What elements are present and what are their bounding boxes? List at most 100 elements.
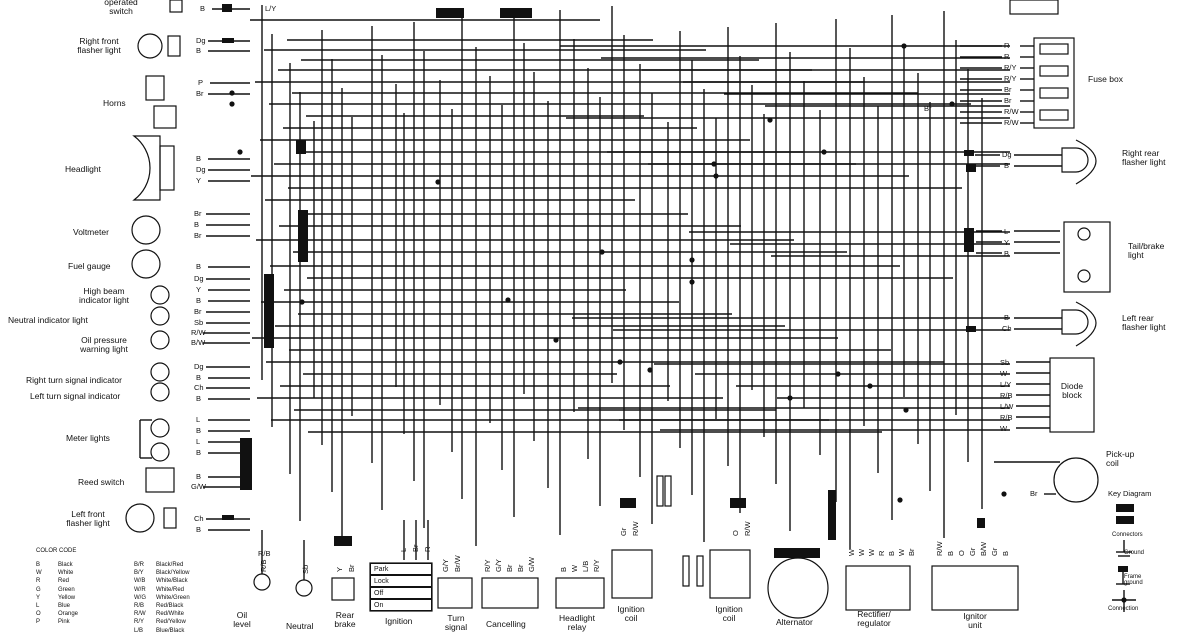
color-code-abbrev: O <box>36 611 41 618</box>
left-wire-code: B <box>196 448 202 457</box>
rear-wire-code: Br <box>347 564 356 573</box>
diode-block-label: Diode block <box>1060 381 1084 400</box>
connector-block <box>730 498 746 508</box>
headlight-relay-label: Headlight relay <box>559 613 595 632</box>
color-code-abbrev: L <box>36 603 40 609</box>
tail-brake-label: Tail/brake light <box>1128 241 1165 260</box>
rect-wire-code: W <box>847 548 856 556</box>
pickup-wire-code: Br <box>1030 489 1038 498</box>
voltmeter-shape <box>131 215 161 245</box>
right-front-flasher-label: Right front flasher light <box>77 36 121 55</box>
ignition-label: Ignition <box>385 616 413 626</box>
left-front-flasher-label: Left front flasher light <box>66 509 110 528</box>
color-code-abbrev: R/W <box>134 611 146 618</box>
ignition-table-label: Park <box>374 566 389 573</box>
turn-wire-code: Br/W <box>453 555 462 572</box>
left-wire-code: B <box>196 472 202 481</box>
lf-socket <box>163 507 177 529</box>
horns-label: Horns <box>103 98 126 108</box>
junction-dot <box>299 299 305 305</box>
left-wire-code: Br <box>194 231 202 240</box>
fuse <box>1039 109 1069 121</box>
key-ground-label: Ground <box>1124 550 1145 556</box>
lf-flasher-bulb <box>125 503 155 533</box>
junction-dot <box>897 497 903 503</box>
junction-dot <box>713 173 719 179</box>
turn-wire-code: G/Y <box>441 559 450 572</box>
junction-dot <box>229 90 235 96</box>
color-code-abbrev: R/Y <box>134 619 145 626</box>
left-wire-code: L/Y <box>265 4 277 13</box>
key-frame-ground <box>1118 566 1128 572</box>
left-rear-flasher-shape <box>1061 309 1089 335</box>
color-code-name: Red/Black <box>156 603 184 609</box>
left-wire-code: Sb <box>194 318 204 327</box>
alternator-shape <box>767 557 829 619</box>
left-wire-code: G/W <box>191 482 206 491</box>
left-wire-code: Y <box>196 285 202 294</box>
oil-pressure-label: Oil pressure warning light <box>80 335 128 354</box>
connector-block <box>222 515 234 520</box>
ignition-table-row: Lock <box>370 575 432 587</box>
oil-wire-code: R/B <box>258 549 271 558</box>
junction-dot <box>867 383 873 389</box>
ignitor-wire-code: B <box>1001 550 1010 556</box>
color-code-name: Black/Red <box>156 562 184 568</box>
indicator-bulb <box>150 418 170 438</box>
left-wire-code: Br <box>194 307 202 316</box>
fuse-wire-code: R <box>1004 52 1010 61</box>
ignition-wire-code: Br <box>411 544 420 553</box>
rear-wire-code: Y <box>335 566 344 572</box>
left-wire-code: B <box>196 154 202 163</box>
left-wire-code: B <box>196 426 202 435</box>
ignitor-unit <box>931 565 1019 611</box>
color-code-abbrev: B/R <box>134 562 145 568</box>
left-wire-code: B <box>196 296 202 305</box>
left-wire-code: Y <box>196 176 202 185</box>
cancel-wire-code: G/W <box>527 557 536 572</box>
connector-block <box>222 38 234 43</box>
color-code-name: White <box>58 570 74 577</box>
left-wire-code: B/W <box>191 338 206 347</box>
cancelling-unit <box>481 577 539 609</box>
color-code-abbrev: B/Y <box>134 570 144 577</box>
ignitor-wire-code: B/W <box>979 541 988 556</box>
operated-switch-box <box>169 0 183 13</box>
color-code-name: Red <box>58 578 70 585</box>
headlight-label: Headlight <box>65 164 101 174</box>
color-code-abbrev: W/R <box>134 586 146 593</box>
coil2-wire-code: O <box>731 530 740 536</box>
ignition-table-row: Off <box>370 587 432 599</box>
rr-wire-code: B <box>1004 161 1010 170</box>
operated-switch-label: operated switch <box>104 0 138 16</box>
left-wire-code: B <box>196 46 202 55</box>
left-rear-flasher-label: Left rear flasher light <box>1122 313 1166 332</box>
diode-wire-code: R/B <box>1000 413 1013 422</box>
connector-block <box>436 8 464 18</box>
reed-switch-label: Reed switch <box>78 477 125 487</box>
left-wire-code: B <box>200 4 206 13</box>
indicator-bulb <box>150 382 170 402</box>
ignition-table-label: On <box>374 602 384 609</box>
fuse-wire-code: R/Y <box>1004 63 1017 72</box>
color-code-name: White/Green <box>156 594 190 601</box>
pickup-coil-shape <box>1053 457 1099 503</box>
key-connectors-label: Connectors <box>1112 532 1143 538</box>
left-wire-code: Dg <box>196 36 206 45</box>
ignitor-wire-code: B <box>946 550 955 556</box>
voltmeter-label: Voltmeter <box>73 227 109 237</box>
connector-block <box>966 326 976 332</box>
ignition-table-label: Lock <box>374 578 389 585</box>
color-code-name: Orange <box>58 611 79 618</box>
key-frame-ground-label: Frame ground <box>1124 574 1143 586</box>
ignitor-label: Ignitor unit <box>963 611 987 630</box>
color-code-abbrev: R <box>36 578 41 585</box>
left-wire-code: L <box>196 415 201 424</box>
ignition-coil-1 <box>611 549 653 599</box>
junction-dot <box>229 101 235 107</box>
color-code-name: Green <box>58 586 75 593</box>
headlight-relay <box>555 577 605 609</box>
horn-2 <box>153 105 177 129</box>
relay-wire-code: B <box>559 566 568 572</box>
relay-wire-code: W <box>570 564 579 572</box>
